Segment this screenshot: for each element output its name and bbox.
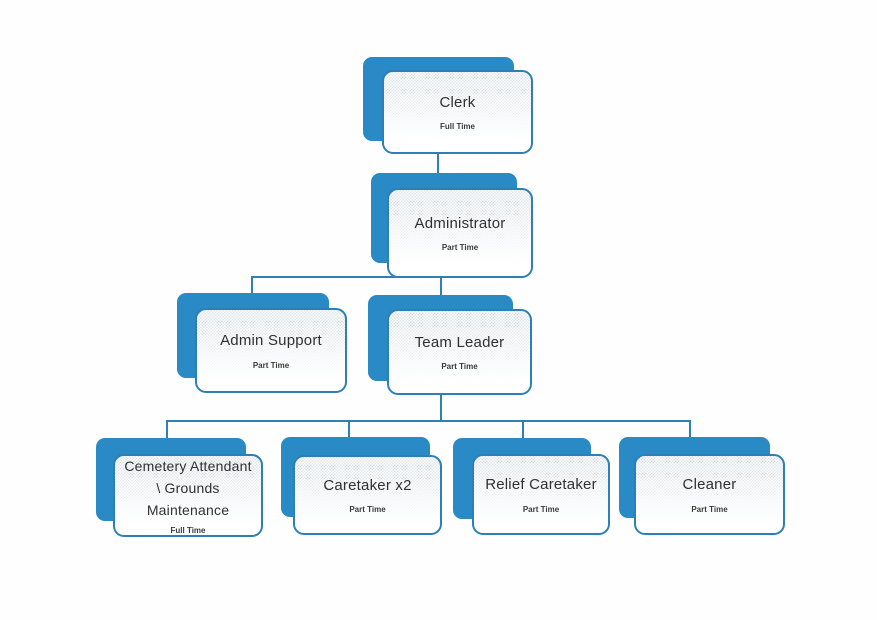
connector-administrator-branch xyxy=(251,276,442,278)
connector-branch-relief-caretaker xyxy=(522,420,524,438)
node-subtitle: Part Time xyxy=(252,360,290,370)
node-title: Admin Support xyxy=(220,332,322,350)
node-card: Relief Caretaker Part Time xyxy=(472,454,610,535)
node-card: Caretaker x2 Part Time xyxy=(293,455,442,535)
connector-clerk-administrator xyxy=(437,154,439,175)
node-subtitle: Part Time xyxy=(349,505,386,515)
node-title: Relief Caretaker xyxy=(485,476,597,494)
node-title: Team Leader xyxy=(414,333,505,351)
node-title: Administrator xyxy=(414,214,506,232)
node-card: Administrator Part Time xyxy=(387,188,533,278)
node-subtitle: Part Time xyxy=(441,243,479,253)
node-card: Clerk Full Time xyxy=(382,70,533,154)
org-node-team-leader: Team Leader Part Time xyxy=(368,295,532,395)
node-subtitle: Full Time xyxy=(170,525,206,535)
node-card: Admin Support Part Time xyxy=(195,308,347,393)
connector-team-leader-stem xyxy=(440,393,442,422)
node-card: Cemetery Attendant \ Grounds Maintenance… xyxy=(113,454,263,537)
node-card: Team Leader Part Time xyxy=(387,309,532,395)
org-node-clerk: Clerk Full Time xyxy=(363,57,533,154)
node-subtitle: Part Time xyxy=(691,504,728,514)
node-title: Cemetery Attendant \ Grounds Maintenance xyxy=(124,458,252,518)
connector-branch-team-leader xyxy=(440,276,442,297)
connector-branch-admin-support xyxy=(251,276,253,295)
node-subtitle: Part Time xyxy=(522,504,560,514)
connector-team-leader-branch xyxy=(166,420,691,422)
node-title: Cleaner xyxy=(682,476,737,494)
org-node-cleaner: Cleaner Part Time xyxy=(619,437,785,535)
org-node-admin-support: Admin Support Part Time xyxy=(177,293,347,393)
org-node-cemetery-attendant: Cemetery Attendant \ Grounds Maintenance… xyxy=(96,438,263,537)
org-node-relief-caretaker: Relief Caretaker Part Time xyxy=(453,438,610,535)
org-node-administrator: Administrator Part Time xyxy=(371,173,533,278)
node-subtitle: Part Time xyxy=(441,362,478,372)
connector-branch-caretaker xyxy=(348,420,350,438)
node-title: Caretaker x2 xyxy=(323,476,412,494)
node-card: Cleaner Part Time xyxy=(634,454,785,535)
connector-branch-cleaner xyxy=(689,420,691,438)
connector-branch-cemetery-attendant xyxy=(166,420,168,439)
node-title: Clerk xyxy=(439,93,476,111)
org-node-caretaker-x2: Caretaker x2 Part Time xyxy=(281,437,442,535)
node-subtitle: Full Time xyxy=(440,122,475,132)
